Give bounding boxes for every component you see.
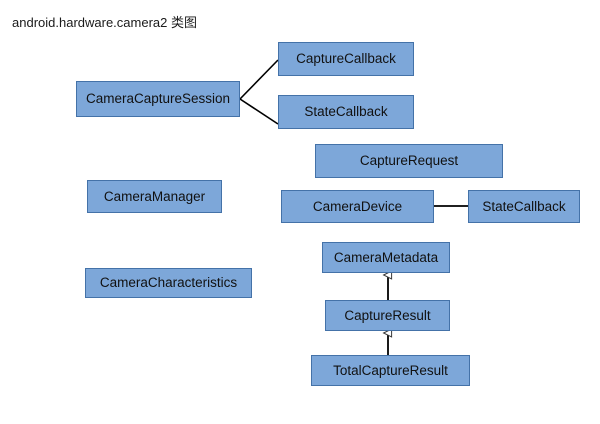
page-title: android.hardware.camera2 类图: [12, 15, 197, 30]
class-node-capture-callback[interactable]: CaptureCallback: [278, 42, 414, 76]
class-node-label: CameraMetadata: [333, 249, 439, 265]
class-node-state-callback-device[interactable]: StateCallback: [468, 190, 580, 223]
class-node-label: CaptureRequest: [359, 153, 459, 169]
class-node-label: CameraDevice: [312, 198, 403, 214]
class-node-capture-result[interactable]: CaptureResult: [325, 300, 450, 331]
edge-session-capturecallback: [239, 59, 279, 100]
class-node-capture-request[interactable]: CaptureRequest: [315, 144, 503, 178]
class-node-label: CaptureResult: [344, 307, 431, 323]
class-node-camera-manager[interactable]: CameraManager: [87, 180, 222, 213]
class-node-camera-capture-session[interactable]: CameraCaptureSession: [76, 81, 240, 117]
class-node-total-capture-result[interactable]: TotalCaptureResult: [311, 355, 470, 386]
class-node-label: StateCallback: [304, 104, 388, 120]
class-node-label: CaptureCallback: [296, 51, 396, 67]
class-node-camera-characteristics[interactable]: CameraCharacteristics: [85, 268, 252, 298]
edge-session-statecallback: [239, 98, 279, 125]
class-node-label: TotalCaptureResult: [333, 362, 448, 378]
class-node-state-callback-session[interactable]: StateCallback: [278, 95, 414, 129]
class-node-camera-device[interactable]: CameraDevice: [281, 190, 434, 223]
class-node-label: StateCallback: [482, 198, 566, 214]
class-node-label: CameraCharacteristics: [99, 275, 238, 291]
class-node-camera-metadata[interactable]: CameraMetadata: [322, 242, 450, 273]
class-node-label: CameraManager: [103, 188, 206, 204]
class-node-label: CameraCaptureSession: [85, 91, 231, 107]
